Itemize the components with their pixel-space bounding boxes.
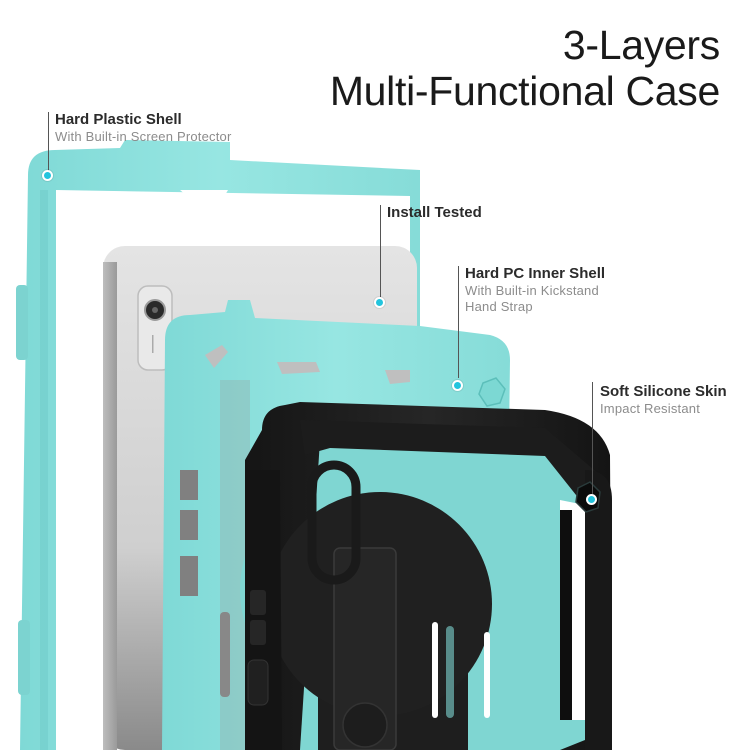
callout-dot-hard-pc-inner-shell bbox=[452, 380, 463, 391]
callout-subtitle: Impact Resistant bbox=[600, 401, 701, 416]
callout-title: Soft Silicone Skin bbox=[600, 383, 727, 400]
callout-dot-hard-plastic-shell bbox=[42, 170, 53, 181]
callout-title: Hard Plastic Shell bbox=[55, 111, 182, 128]
leader-line-soft-silicone-skin bbox=[592, 382, 593, 494]
leader-line-hard-plastic-shell bbox=[48, 112, 49, 176]
callout-subtitle-line-1: With Built-in Kickstand bbox=[465, 283, 599, 298]
callout-subtitle: With Built-in Screen Protector bbox=[55, 129, 232, 144]
callout-hard-pc-inner-shell: Hard PC Inner Shell With Built-in Kickst… bbox=[465, 264, 605, 315]
headline: 3-Layers Multi-Functional Case bbox=[330, 22, 720, 114]
leader-line-hard-pc-inner-shell bbox=[458, 266, 459, 378]
leader-line-install-tested bbox=[380, 205, 381, 297]
callout-hard-plastic-shell: Hard Plastic Shell With Built-in Screen … bbox=[55, 110, 232, 145]
headline-line-2: Multi-Functional Case bbox=[329, 68, 720, 114]
callout-title: Hard PC Inner Shell bbox=[465, 265, 606, 282]
callout-dot-soft-silicone-skin bbox=[586, 494, 597, 505]
callout-title: Install Tested bbox=[387, 204, 482, 221]
callout-soft-silicone-skin: Soft Silicone Skin Impact Resistant bbox=[600, 382, 727, 417]
callout-dot-install-tested bbox=[374, 297, 385, 308]
soft-silicone-skin-layer bbox=[245, 402, 612, 750]
callout-subtitle-line-2: Hand Strap bbox=[465, 299, 533, 314]
callout-install-tested: Install Tested bbox=[387, 203, 482, 222]
headline-line-1: 3-Layers bbox=[562, 22, 720, 68]
